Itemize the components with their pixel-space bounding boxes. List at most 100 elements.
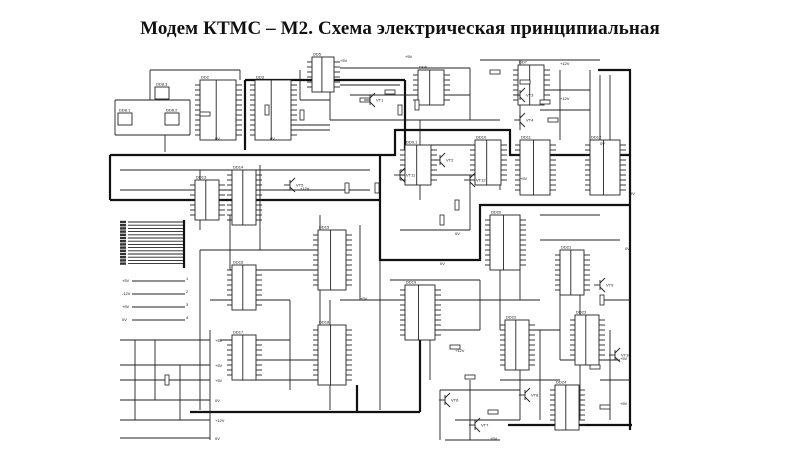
resistor [397,104,403,116]
resistor [449,344,461,350]
resistor [547,117,559,123]
transistor-ref: VT8 [531,393,539,398]
resistor [414,99,420,111]
transistor: VT8 [519,387,539,403]
resistor [589,364,601,370]
chip-ref: DD2 [201,75,210,80]
chip-ref: DD6 [419,65,428,70]
power-label: 0V [122,317,127,322]
power-label: +5V [360,296,368,301]
transistor: VT7 [469,417,489,433]
chip-ref: DD12 [591,135,602,140]
chip: DD17 [227,330,262,381]
chip-ref: DD10 [476,135,487,140]
chip: DD6 [413,65,450,106]
transistor-ref: VT7 [481,423,489,428]
chip-ref: DD9.1 [406,140,418,145]
chip-ref: DD11 [521,135,532,140]
transistor: VT12 [464,172,486,188]
resistor [264,104,270,116]
resistor [599,404,611,410]
power-label: +12V [560,61,570,66]
resistor [374,182,380,194]
signal-label [120,224,126,227]
power-inputs: +5V -12V +5V 0V 1 2 3 4 [122,276,189,322]
transistor-ref: VT5 [296,183,304,188]
signal-label [120,246,126,249]
chip: DD3 [250,75,297,141]
power-label: 0V [630,191,635,196]
chip-ref: DD19 [406,280,417,285]
transistor: VT5 [284,177,304,193]
signal-label [120,240,126,243]
signal-label [120,259,126,262]
signal-label [120,256,126,259]
power-label: +5V [340,58,348,63]
transistor-ref: VT11 [406,173,416,178]
chip-ref: DD21 [561,245,572,250]
signal-label [120,220,126,224]
pin-label: 4 [186,315,189,320]
transistor: VT9 [594,277,614,293]
signal-label [120,243,126,246]
chip: DD7 [513,60,550,106]
power-label: +12V [560,96,570,101]
chip-ref: DD23 [576,310,587,315]
chip: DD19 [400,280,441,341]
power-label: -12V [122,291,131,296]
power-label: +5V [215,338,223,343]
chip: DD9.1 [400,140,437,186]
chip-ref: DD18 [319,320,330,325]
chip: DD18 [313,320,352,386]
chip-ref: DD14 [233,165,244,170]
page-title: Модем КТМС – М2. Схема электрическая при… [140,18,660,39]
chip-ref: DD24 [556,380,567,385]
signal-label [120,233,126,236]
power-label: +5V [620,401,628,406]
chip-ref: DD17 [233,330,244,335]
chip: DD21 [555,245,590,296]
chip: DD8.3 [154,82,170,100]
chip: DD16 [227,260,262,311]
power-label: +5V [490,436,498,441]
signal-label [120,230,126,233]
chip-ref: DD5 [313,52,322,57]
chip-ref: DD15 [319,225,330,230]
resistor [454,199,460,211]
power-label: 0V [625,246,630,251]
transistor: VT6 [439,392,459,408]
chip-ref: DD8.2 [166,108,178,113]
power-label: 0V [215,436,220,441]
transistor-ref: VT12 [476,178,486,183]
power-label: +5V [215,363,223,368]
wires [114,59,630,441]
resistor [199,111,211,117]
chip: DD10 [470,135,507,186]
resistor [519,79,531,85]
resistor [539,99,551,105]
power-label: +5V [122,304,130,309]
pin-label: 1 [186,276,189,281]
chip: DD5 [307,52,340,93]
chip: DD22 [500,315,535,371]
transistor-ref: VT3 [526,93,534,98]
transistor-ref: VT9 [606,283,614,288]
chip-ref: DD7 [519,60,528,65]
power-label: +5V [620,356,628,361]
power-label: +5V [122,278,130,283]
signal-label [120,227,126,230]
connector-bundle [120,220,186,268]
chip-ref: DD16 [233,260,244,265]
chip-ref: DD8.3 [156,82,168,87]
chip: DD15 [313,225,352,291]
chip: DD14 [227,165,262,226]
power-label: +5V [215,378,223,383]
signal-label [120,262,126,265]
power-label: +5V [405,54,413,59]
transistor: VT10 [609,347,631,363]
transistor: VT2 [434,152,454,168]
resistor [439,214,445,226]
